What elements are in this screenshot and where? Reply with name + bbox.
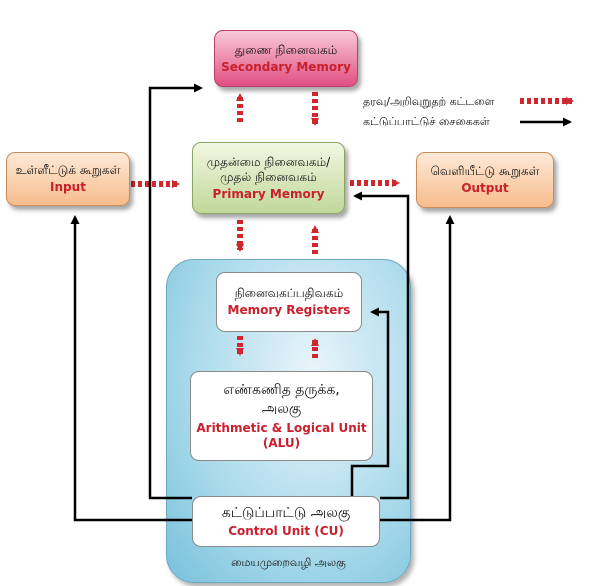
control-unit-english: Control Unit (CU) [228, 524, 344, 538]
control-unit-box: கட்டுப்பாட்டு அலகு Control Unit (CU) [192, 496, 380, 547]
alu-english-2: (ALU) [262, 436, 301, 450]
primary-memory-tamil-1: முதன்மை நினைவகம்/ [206, 154, 331, 169]
secondary-memory-box: துணை நினைவகம் Secondary Memory [214, 30, 358, 87]
input-box: உள்ளீட்டுக் கூறுகள் Input [6, 152, 130, 206]
alu-tamil-1: எண்கணித தருக்க, [223, 382, 340, 398]
memory-registers-tamil: நினைவகப்பதிவகம் [234, 286, 344, 300]
control-arrow-cu-to-registers [350, 307, 390, 496]
output-english: Output [461, 181, 509, 195]
output-tamil: வெளியீட்டு கூறுகள் [430, 164, 540, 178]
input-tamil: உள்ளீட்டுக் கூறுகள் [15, 163, 121, 177]
cpu-label: மையமுறைவழி அலகு [231, 556, 346, 569]
control-arrow-cu-to-output [380, 215, 455, 522]
control-arrow-cu-to-input [70, 215, 192, 522]
control-unit-tamil: கட்டுப்பாட்டு அலகு [221, 505, 351, 521]
memory-registers-box: நினைவகப்பதிவகம் Memory Registers [216, 272, 362, 332]
legend-data-flow-label: தரவு/அறிவுறுதற் கட்டளை [363, 95, 495, 108]
output-box: வெளியீட்டு கூறுகள் Output [416, 152, 554, 208]
alu-box: எண்கணித தருக்க, அலகு Arithmetic & Logica… [190, 371, 373, 461]
input-english: Input [50, 180, 86, 194]
primary-memory-box: முதன்மை நினைவகம்/ முதல் நினைவகம் Primary… [192, 142, 345, 214]
primary-memory-english: Primary Memory [212, 186, 325, 201]
secondary-memory-english: Secondary Memory [221, 59, 351, 74]
memory-registers-english: Memory Registers [227, 303, 351, 317]
alu-tamil-2: அலகு [261, 401, 302, 417]
control-arrow-cu-to-primary [353, 191, 410, 500]
legend-control-signal-label: கட்டுப்பாட்டுச் சைகைகள் [363, 115, 490, 128]
secondary-memory-tamil: துணை நினைவகம் [234, 42, 338, 57]
control-arrow-cu-to-secondary [148, 83, 203, 500]
alu-english-1: Arithmetic & Logical Unit [196, 421, 367, 435]
primary-memory-tamil-2: முதல் நினைவகம் [220, 169, 317, 184]
